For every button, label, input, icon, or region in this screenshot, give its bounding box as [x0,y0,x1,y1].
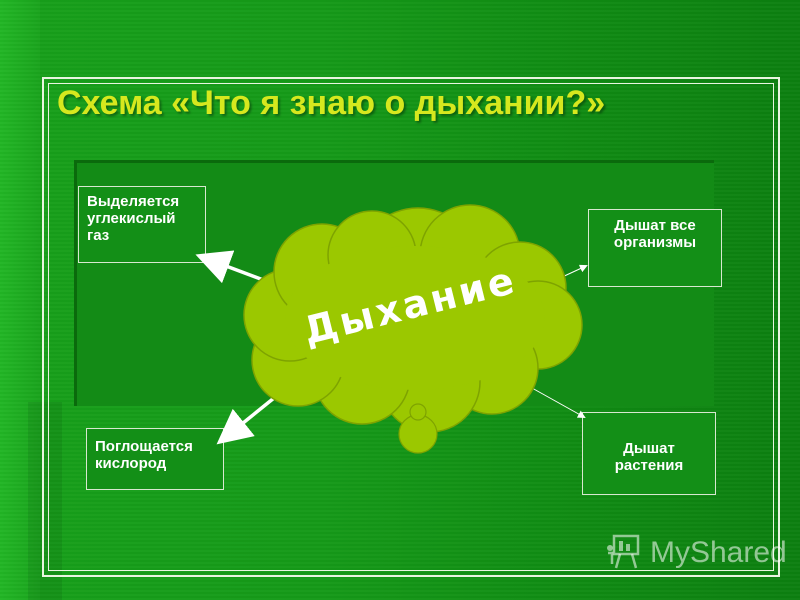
box-plants-breathe: Дышат растения [582,412,716,495]
arrow-to-oxygen [216,396,276,445]
slide-title: Схема «Что я знаю о дыхании?» [57,84,606,122]
box-line: Дышат [623,440,675,457]
slide-frame-outer [42,77,780,577]
decorative-shadow [28,402,62,600]
box-co2-released: Выделяется углекислый газ [78,186,206,263]
box-line: Выделяется [87,193,180,210]
box-line: углекислый [87,210,176,227]
cloud-tail [398,403,438,454]
box-line: кислород [95,455,167,472]
watermark: MyShared [606,533,787,573]
watermark-text: MyShared [650,536,787,569]
box-all-organisms-breathe: Дышат все организмы [588,209,722,287]
box-line: Поглощается [95,438,193,455]
cloud-shape [243,204,583,433]
box-oxygen-absorbed: Поглощается кислород [86,428,224,490]
box-line: организмы [613,234,697,251]
box-line: Дышат все [614,217,696,234]
box-line: газ [87,227,110,244]
background-band [0,0,40,600]
box-line: растения [614,457,684,474]
slide-frame-inner [48,83,774,571]
arrow-to-plants [531,387,586,418]
presentation-board-icon [607,534,640,569]
